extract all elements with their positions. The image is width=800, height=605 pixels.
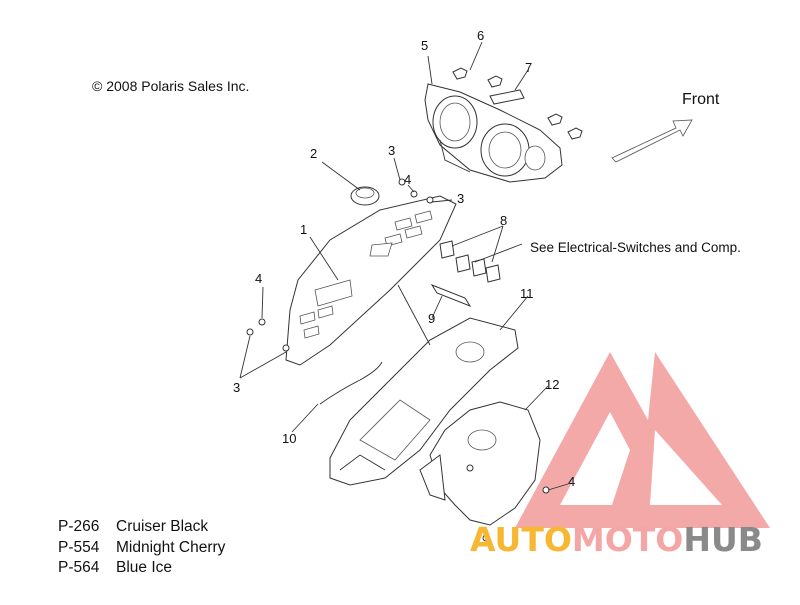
callout-numbers: 1 2 3 3 4 3 4 3 5 6 7 8 9 10 11 12 4 [233,28,575,489]
callout-3b: 3 [457,191,464,206]
callout-10: 10 [282,431,296,446]
retainer-clips [452,67,583,140]
callout-8: 8 [500,213,507,228]
watermark-text: AUTOMOTOHUB [470,520,763,559]
callout-4a: 4 [404,172,411,187]
callout-3a: 3 [388,143,395,158]
color-code-row: P-564 Blue Ice [58,559,172,577]
instrument-cluster-housing [424,83,563,183]
part-7-block [489,89,525,105]
callout-11: 11 [520,286,534,301]
callout-12: 12 [545,377,559,392]
leader-lines [239,41,569,491]
color-name: Cruiser Black [116,518,209,535]
callout-6: 6 [477,28,484,43]
color-code-row: P-266 Cruiser Black [58,518,208,536]
reference-note: See Electrical-Switches and Comp. [530,240,741,255]
callout-7: 7 [525,60,532,75]
lower-panel [419,401,541,526]
callout-1: 1 [300,222,307,237]
color-code-row: P-554 Midnight Cherry [58,539,225,557]
color-code: P-266 [58,518,100,535]
copyright-notice: © 2008 Polaris Sales Inc. [92,78,250,94]
part-9-bezel [430,283,472,308]
center-console [329,317,519,486]
switches [439,240,501,283]
callout-3c: 3 [233,380,240,395]
watermark-logo [515,352,770,528]
callout-4b: 4 [255,271,262,286]
watermark-part-1: AUTO [470,520,572,559]
color-name: Blue Ice [116,559,173,576]
fuel-cap [350,186,380,206]
fasteners [246,178,550,542]
front-arrow [611,119,693,163]
color-code: P-564 [58,559,100,576]
color-name: Midnight Cherry [116,539,226,556]
color-code: P-554 [58,539,100,556]
callout-5: 5 [421,38,428,53]
watermark-part-3: HUB [683,520,763,559]
callout-2: 2 [310,146,317,161]
callout-9: 9 [428,311,435,326]
cable [319,361,383,405]
callout-4c: 4 [568,474,575,489]
front-direction-label: Front [682,91,720,108]
watermark-part-2: MOTO [571,520,684,559]
dash-panel [285,195,457,366]
